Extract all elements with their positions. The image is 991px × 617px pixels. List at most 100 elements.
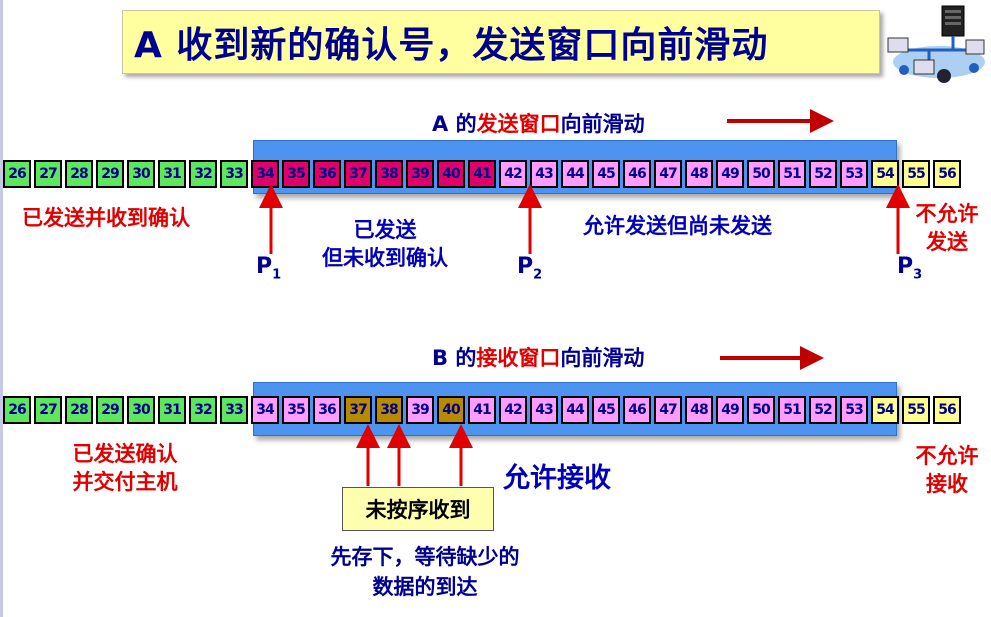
pointer-p3-label: P3 bbox=[897, 254, 922, 282]
recv-seq-30: 30 bbox=[127, 396, 155, 424]
label-acked-delivered: 已发送确认 并交付主机 bbox=[50, 440, 200, 496]
recv-seq-51: 51 bbox=[778, 396, 806, 424]
recv-seq-35: 35 bbox=[282, 396, 310, 424]
label-sent-unacked: 已发送 但未收到确认 bbox=[300, 216, 470, 272]
recv-seq-45: 45 bbox=[592, 396, 620, 424]
send-seq-40: 40 bbox=[437, 160, 465, 188]
out-of-order-explanation-line2: 数据的到达 bbox=[372, 575, 478, 599]
send-seq-29: 29 bbox=[96, 160, 124, 188]
p3-letter: P bbox=[897, 254, 914, 279]
send-heading-prefix: A 的 bbox=[432, 112, 477, 136]
send-seq-30: 30 bbox=[127, 160, 155, 188]
recv-heading-prefix: B 的 bbox=[432, 346, 477, 370]
recv-seq-55: 55 bbox=[902, 396, 930, 424]
send-seq-31: 31 bbox=[158, 160, 186, 188]
recv-seq-48: 48 bbox=[685, 396, 713, 424]
send-seq-44: 44 bbox=[561, 160, 589, 188]
recv-window-heading: B 的接收窗口向前滑动 bbox=[432, 342, 644, 372]
send-seq-50: 50 bbox=[747, 160, 775, 188]
send-heading-highlight: 发送窗口 bbox=[476, 112, 561, 136]
recv-seq-32: 32 bbox=[189, 396, 217, 424]
recv-seq-33: 33 bbox=[220, 396, 248, 424]
recv-seq-47: 47 bbox=[654, 396, 682, 424]
label-acked-delivered-line2: 并交付主机 bbox=[72, 470, 178, 494]
label-not-allowed-receive-line2: 接收 bbox=[926, 472, 968, 496]
recv-seq-37: 37 bbox=[344, 396, 372, 424]
label-sent-acked: 已发送并收到确认 bbox=[22, 206, 190, 230]
p2-letter: P bbox=[517, 254, 534, 279]
send-heading-suffix: 向前滑动 bbox=[560, 112, 645, 136]
recv-seq-43: 43 bbox=[530, 396, 558, 424]
recv-seq-31: 31 bbox=[158, 396, 186, 424]
send-seq-53: 53 bbox=[840, 160, 868, 188]
send-seq-47: 47 bbox=[654, 160, 682, 188]
send-seq-27: 27 bbox=[34, 160, 62, 188]
recv-seq-50: 50 bbox=[747, 396, 775, 424]
recv-seq-26: 26 bbox=[3, 396, 31, 424]
send-seq-36: 36 bbox=[313, 160, 341, 188]
label-sent-unacked-line1: 已发送 bbox=[353, 218, 417, 242]
send-seq-48: 48 bbox=[685, 160, 713, 188]
recv-seq-49: 49 bbox=[716, 396, 744, 424]
send-seq-52: 52 bbox=[809, 160, 837, 188]
recv-seq-42: 42 bbox=[499, 396, 527, 424]
pointer-p1-label: P1 bbox=[256, 254, 281, 282]
send-seq-41: 41 bbox=[468, 160, 496, 188]
label-not-allowed-send: 不允许 发送 bbox=[905, 200, 989, 256]
send-seq-46: 46 bbox=[623, 160, 651, 188]
send-seq-43: 43 bbox=[530, 160, 558, 188]
send-seq-38: 38 bbox=[375, 160, 403, 188]
p2-subscript: 2 bbox=[533, 267, 543, 283]
label-sent-unacked-line2: 但未收到确认 bbox=[322, 246, 448, 270]
label-not-allowed-receive: 不允许 接收 bbox=[905, 442, 989, 498]
p1-subscript: 1 bbox=[272, 267, 282, 283]
out-of-order-explanation-line1: 先存下，等待缺少的 bbox=[330, 545, 520, 569]
recv-seq-46: 46 bbox=[623, 396, 651, 424]
send-seq-49: 49 bbox=[716, 160, 744, 188]
p3-subscript: 3 bbox=[913, 267, 923, 283]
label-acked-delivered-line1: 已发送确认 bbox=[72, 442, 178, 466]
label-allowed-to-receive: 允许接收 bbox=[503, 463, 611, 494]
label-allowed-to-send: 允许发送但尚未发送 bbox=[583, 214, 772, 238]
send-seq-28: 28 bbox=[65, 160, 93, 188]
send-seq-54: 54 bbox=[871, 160, 899, 188]
title-banner bbox=[122, 10, 880, 74]
out-of-order-explanation: 先存下，等待缺少的 数据的到达 bbox=[290, 542, 560, 602]
send-seq-37: 37 bbox=[344, 160, 372, 188]
label-not-allowed-receive-line1: 不允许 bbox=[915, 444, 979, 468]
recv-seq-53: 53 bbox=[840, 396, 868, 424]
send-window-heading: A 的发送窗口向前滑动 bbox=[432, 108, 645, 138]
recv-seq-54: 54 bbox=[871, 396, 899, 424]
recv-heading-highlight: 接收窗口 bbox=[476, 346, 561, 370]
send-seq-45: 45 bbox=[592, 160, 620, 188]
recv-seq-28: 28 bbox=[65, 396, 93, 424]
recv-seq-41: 41 bbox=[468, 396, 496, 424]
send-seq-35: 35 bbox=[282, 160, 310, 188]
recv-seq-40: 40 bbox=[437, 396, 465, 424]
send-seq-32: 32 bbox=[189, 160, 217, 188]
recv-seq-39: 39 bbox=[406, 396, 434, 424]
p1-letter: P bbox=[256, 254, 273, 279]
recv-seq-36: 36 bbox=[313, 396, 341, 424]
recv-seq-34: 34 bbox=[251, 396, 279, 424]
out-of-order-note-box: 未按序收到 bbox=[342, 487, 494, 531]
send-seq-42: 42 bbox=[499, 160, 527, 188]
left-border-rule bbox=[0, 0, 3, 617]
recv-seq-56: 56 bbox=[933, 396, 961, 424]
pointer-p2-label: P2 bbox=[517, 254, 542, 282]
send-seq-51: 51 bbox=[778, 160, 806, 188]
send-seq-39: 39 bbox=[406, 160, 434, 188]
label-not-allowed-send-line1: 不允许 bbox=[915, 202, 979, 226]
recv-seq-52: 52 bbox=[809, 396, 837, 424]
send-seq-56: 56 bbox=[933, 160, 961, 188]
network-logo-icon bbox=[887, 5, 985, 83]
recv-seq-29: 29 bbox=[96, 396, 124, 424]
label-not-allowed-send-line2: 发送 bbox=[926, 230, 968, 254]
slide-title: A 收到新的确认号，发送窗口向前滑动 bbox=[134, 25, 769, 66]
send-seq-33: 33 bbox=[220, 160, 248, 188]
recv-heading-suffix: 向前滑动 bbox=[560, 346, 645, 370]
recv-seq-38: 38 bbox=[375, 396, 403, 424]
recv-seq-44: 44 bbox=[561, 396, 589, 424]
send-seq-26: 26 bbox=[3, 160, 31, 188]
